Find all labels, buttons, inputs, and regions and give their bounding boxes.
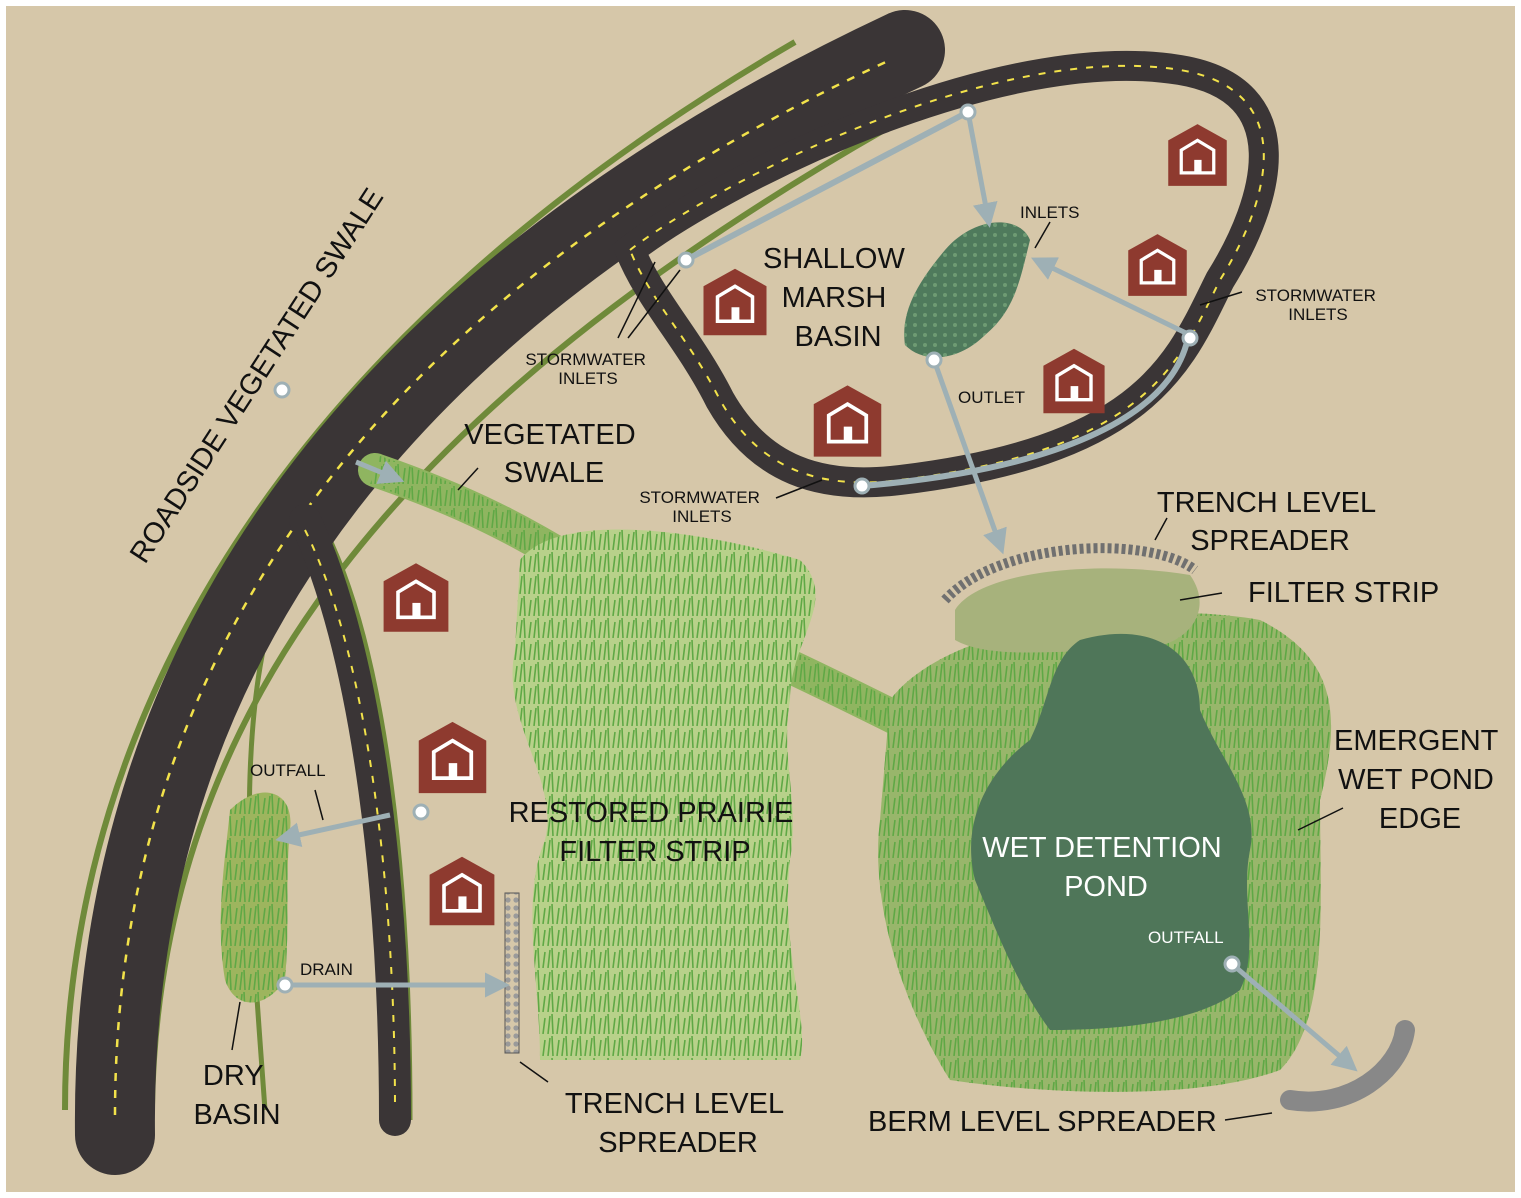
restored-prairie-texture xyxy=(513,530,816,1060)
pipe-node-bottom xyxy=(855,479,869,493)
pipe-node-branch xyxy=(414,805,428,819)
trench-level-spreader-bottom xyxy=(505,893,519,1053)
pipe-node-top xyxy=(961,105,975,119)
pipe-node-left xyxy=(679,253,693,267)
pipe-node-drain xyxy=(278,978,292,992)
label-inlets-top: INLETS xyxy=(1020,203,1080,222)
pipe-node-marsh-outlet xyxy=(927,353,941,367)
label-outfall-pond: OUTFALL xyxy=(1148,928,1224,947)
label-outlet: OUTLET xyxy=(958,388,1025,407)
label-outfall-left: OUTFALL xyxy=(250,761,326,780)
pipe-node-pond-outfall xyxy=(1225,957,1239,971)
label-berm-level-spreader: BERM LEVEL SPREADER xyxy=(868,1106,1217,1138)
pipe-node-right xyxy=(1183,331,1197,345)
label-filter-strip: FILTER STRIP xyxy=(1248,577,1439,609)
label-drain: DRAIN xyxy=(300,960,353,979)
pipe-node-swale xyxy=(275,383,289,397)
dry-basin-texture xyxy=(221,793,291,1003)
